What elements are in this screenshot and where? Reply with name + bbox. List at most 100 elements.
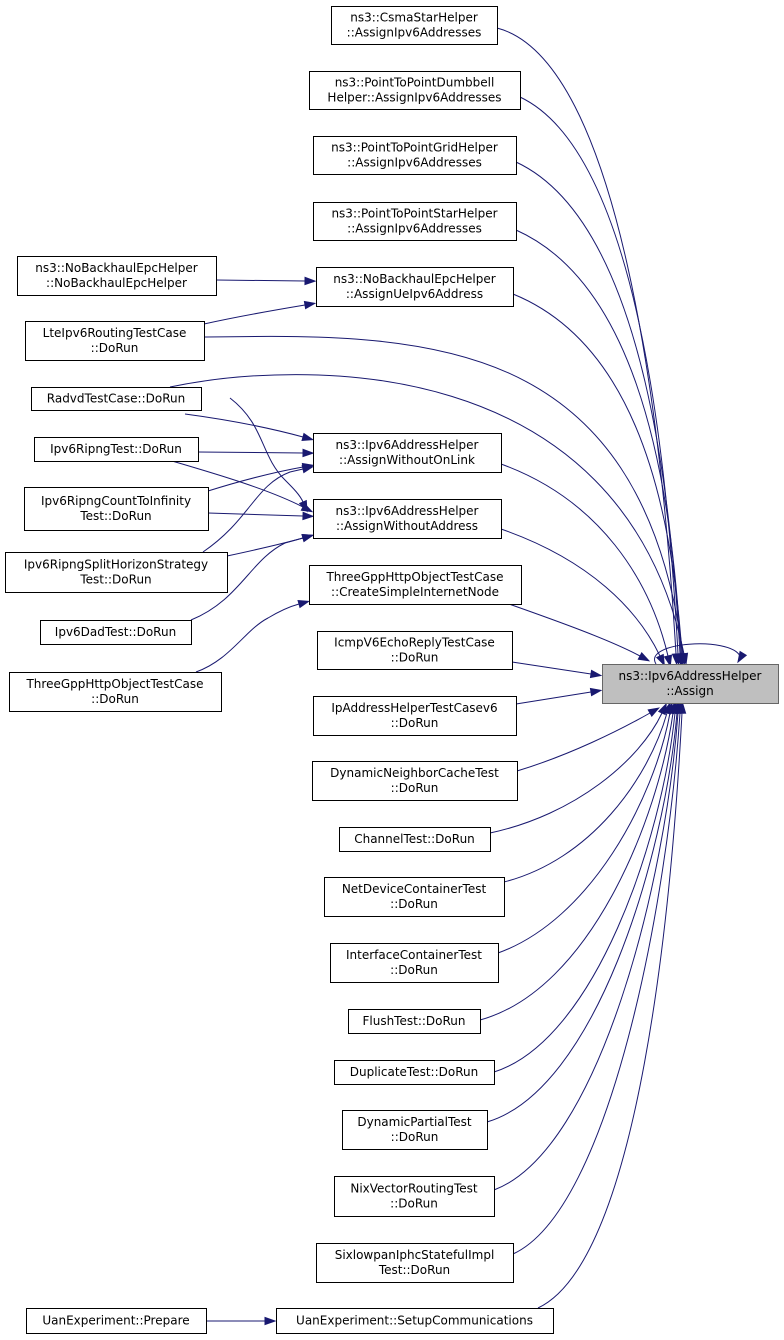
edge-ripng_count-to-assign_without_onlink bbox=[207, 466, 304, 492]
node-dad[interactable]: Ipv6DadTest::DoRun bbox=[40, 620, 192, 645]
node-uan-prepare[interactable]: UanExperiment::Prepare bbox=[26, 1308, 207, 1334]
node-label-line: ::Assign bbox=[666, 684, 713, 698]
edge-dad-to-assign_without_address bbox=[190, 537, 304, 621]
node-threegpp-create[interactable]: ThreeGppHttpObjectTestCase::CreateSimple… bbox=[309, 565, 522, 605]
node-flush[interactable]: FlushTest::DoRun bbox=[348, 1009, 481, 1034]
node-label-line: ::AssignIpv6Addresses bbox=[347, 222, 482, 236]
node-interface[interactable]: InterfaceContainerTest::DoRun bbox=[330, 943, 499, 983]
node-label-line: LteIpv6RoutingTestCase bbox=[43, 326, 187, 340]
node-label-line: ns3::CsmaStarHelper bbox=[350, 11, 478, 25]
node-threegpp-dorun[interactable]: ThreeGppHttpObjectTestCase::DoRun bbox=[9, 672, 222, 712]
edge-ripng_count-to-assign_without_address-arrowhead bbox=[302, 511, 315, 521]
node-uan-setup[interactable]: UanExperiment::SetupCommunications bbox=[276, 1308, 554, 1334]
edge-flush-to-target bbox=[479, 712, 674, 1021]
node-box bbox=[342, 1110, 488, 1150]
node-box bbox=[40, 620, 192, 645]
node-label-line: Ipv6RipngSplitHorizonStrategy bbox=[24, 558, 208, 572]
node-box bbox=[317, 631, 513, 670]
edge-nobackhaul_ctor-to-nobackhaul_assign bbox=[215, 279, 306, 282]
node-label-line: IpAddressHelperTestCasev6 bbox=[331, 701, 497, 715]
node-dyn-neighbor[interactable]: DynamicNeighborCacheTest::DoRun bbox=[312, 761, 518, 801]
node-box bbox=[25, 321, 205, 361]
node-radvd[interactable]: RadvdTestCase::DoRun bbox=[31, 387, 202, 411]
edge-ripng_count-to-assign_without_address bbox=[207, 512, 304, 517]
node-assign-without-address[interactable]: ns3::Ipv6AddressHelper::AssignWithoutAdd… bbox=[313, 499, 502, 539]
node-box bbox=[316, 267, 514, 307]
node-ipv6-ripng[interactable]: Ipv6RipngTest::DoRun bbox=[34, 437, 199, 462]
node-label-line: Helper::AssignIpv6Addresses bbox=[327, 91, 501, 105]
edge-csma_star-to-target bbox=[496, 27, 677, 655]
node-p2p-grid[interactable]: ns3::PointToPointGridHelper::AssignIpv6A… bbox=[313, 136, 517, 175]
node-nobackhaul-ctor[interactable]: ns3::NoBackhaulEpcHelper::NoBackhaulEpcH… bbox=[17, 256, 217, 296]
edge-ipaddr_v6-to-target-arrowhead bbox=[589, 687, 603, 697]
node-label-line: ::NoBackhaulEpcHelper bbox=[46, 276, 187, 290]
node-label-line: ::DoRun bbox=[91, 692, 139, 706]
node-label-line: InterfaceContainerTest bbox=[346, 948, 482, 962]
node-label-line: ns3::Ipv6AddressHelper bbox=[336, 438, 479, 452]
node-channel[interactable]: ChannelTest::DoRun bbox=[339, 827, 491, 852]
node-p2p-star[interactable]: ns3::PointToPointStarHelper::AssignIpv6A… bbox=[313, 202, 517, 241]
node-label-line: RadvdTestCase::DoRun bbox=[47, 392, 185, 406]
node-label-line: UanExperiment::SetupCommunications bbox=[296, 1314, 533, 1328]
node-box bbox=[331, 6, 498, 45]
edge-sixlowpan-to-target bbox=[512, 712, 681, 1255]
node-netdevice[interactable]: NetDeviceContainerTest::DoRun bbox=[324, 877, 505, 917]
node-label-line: ::AssignWithoutAddress bbox=[336, 519, 478, 533]
node-csma-star[interactable]: ns3::CsmaStarHelper::AssignIpv6Addresses bbox=[331, 6, 498, 45]
node-label-line: NixVectorRoutingTest bbox=[350, 1182, 478, 1196]
edge-icmpv6-to-target-arrowhead bbox=[589, 669, 603, 679]
node-target[interactable]: ns3::Ipv6AddressHelper::Assign bbox=[602, 664, 779, 704]
node-box bbox=[309, 565, 522, 605]
node-label-line: ThreeGppHttpObjectTestCase bbox=[25, 677, 203, 691]
edge-radvd-to-assign_without_onlink bbox=[184, 413, 304, 438]
node-label-line: DuplicateTest::DoRun bbox=[350, 1065, 478, 1079]
edge-lte_ipv6-to-nobackhaul_assign bbox=[203, 304, 306, 325]
edge-dyn_neighbor-to-target-arrowhead bbox=[647, 707, 660, 717]
edge-dad-to-assign_without_address-arrowhead bbox=[301, 533, 315, 543]
edge-duplicate-to-target bbox=[493, 712, 676, 1073]
edge-icmpv6-to-target bbox=[511, 661, 592, 675]
node-label-line: Ipv6RipngCountToInfinity bbox=[41, 494, 191, 508]
node-label-line: ::DoRun bbox=[391, 781, 439, 795]
node-lte-ipv6[interactable]: LteIpv6RoutingTestCase::DoRun bbox=[25, 321, 205, 361]
edge-threegpp_create-to-target-arrowhead bbox=[637, 651, 651, 662]
node-box bbox=[313, 696, 517, 736]
node-box bbox=[9, 672, 222, 712]
node-assign-without-onlink[interactable]: ns3::Ipv6AddressHelper::AssignWithoutOnL… bbox=[313, 433, 502, 473]
node-label-line: FlushTest::DoRun bbox=[362, 1014, 465, 1028]
edge-ipv6_ripng-to-assign_without_address-arrowhead bbox=[300, 502, 314, 513]
node-nobackhaul-assign[interactable]: ns3::NoBackhaulEpcHelper::AssignUeIpv6Ad… bbox=[316, 267, 514, 307]
node-box bbox=[348, 1009, 481, 1034]
node-ipaddr-v6[interactable]: IpAddressHelperTestCasev6::DoRun bbox=[313, 696, 517, 736]
node-label-line: Test::DoRun bbox=[378, 1263, 450, 1277]
node-p2p-dumbbell[interactable]: ns3::PointToPointDumbbellHelper::AssignI… bbox=[309, 71, 521, 110]
node-icmpv6[interactable]: IcmpV6EchoReplyTestCase::DoRun bbox=[317, 631, 513, 670]
node-box bbox=[313, 136, 517, 175]
node-duplicate[interactable]: DuplicateTest::DoRun bbox=[334, 1060, 495, 1085]
node-label-line: Ipv6RipngTest::DoRun bbox=[50, 442, 182, 456]
node-nixvector[interactable]: NixVectorRoutingTest::DoRun bbox=[334, 1176, 495, 1217]
graph-nodes: ns3::Ipv6AddressHelper::Assign ns3::CsmaS… bbox=[5, 6, 779, 1334]
edge-p2p_star-to-target bbox=[515, 229, 682, 655]
node-label-line: ChannelTest::DoRun bbox=[354, 832, 475, 846]
node-box bbox=[602, 664, 779, 704]
edge-channel-to-target bbox=[489, 712, 663, 834]
edge-assign_without_address-to-target-arrowhead bbox=[655, 653, 665, 667]
edge-radvd-to-assign_without_onlink-arrowhead bbox=[301, 432, 315, 442]
edge-netdevice-to-target bbox=[503, 712, 668, 883]
node-label-line: SixlowpanIphcStatefulImpl bbox=[335, 1248, 495, 1262]
edge-ipv6_ripng-to-assign_without_onlink bbox=[197, 451, 304, 454]
node-label-line: Test::DoRun bbox=[79, 509, 151, 523]
node-label-line: ::DoRun bbox=[391, 651, 439, 665]
node-label-line: ::DoRun bbox=[91, 341, 139, 355]
node-box bbox=[34, 437, 199, 462]
node-box bbox=[316, 1243, 514, 1283]
edge-radvd-to-assign_without_address bbox=[229, 397, 304, 503]
node-dyn-partial[interactable]: DynamicPartialTest::DoRun bbox=[342, 1110, 488, 1150]
edge-ipv6_ripng-to-assign_without_onlink-arrowhead bbox=[302, 448, 315, 458]
edge-assign_without_address-to-target bbox=[500, 528, 661, 657]
node-label-line: ::DoRun bbox=[391, 716, 439, 730]
